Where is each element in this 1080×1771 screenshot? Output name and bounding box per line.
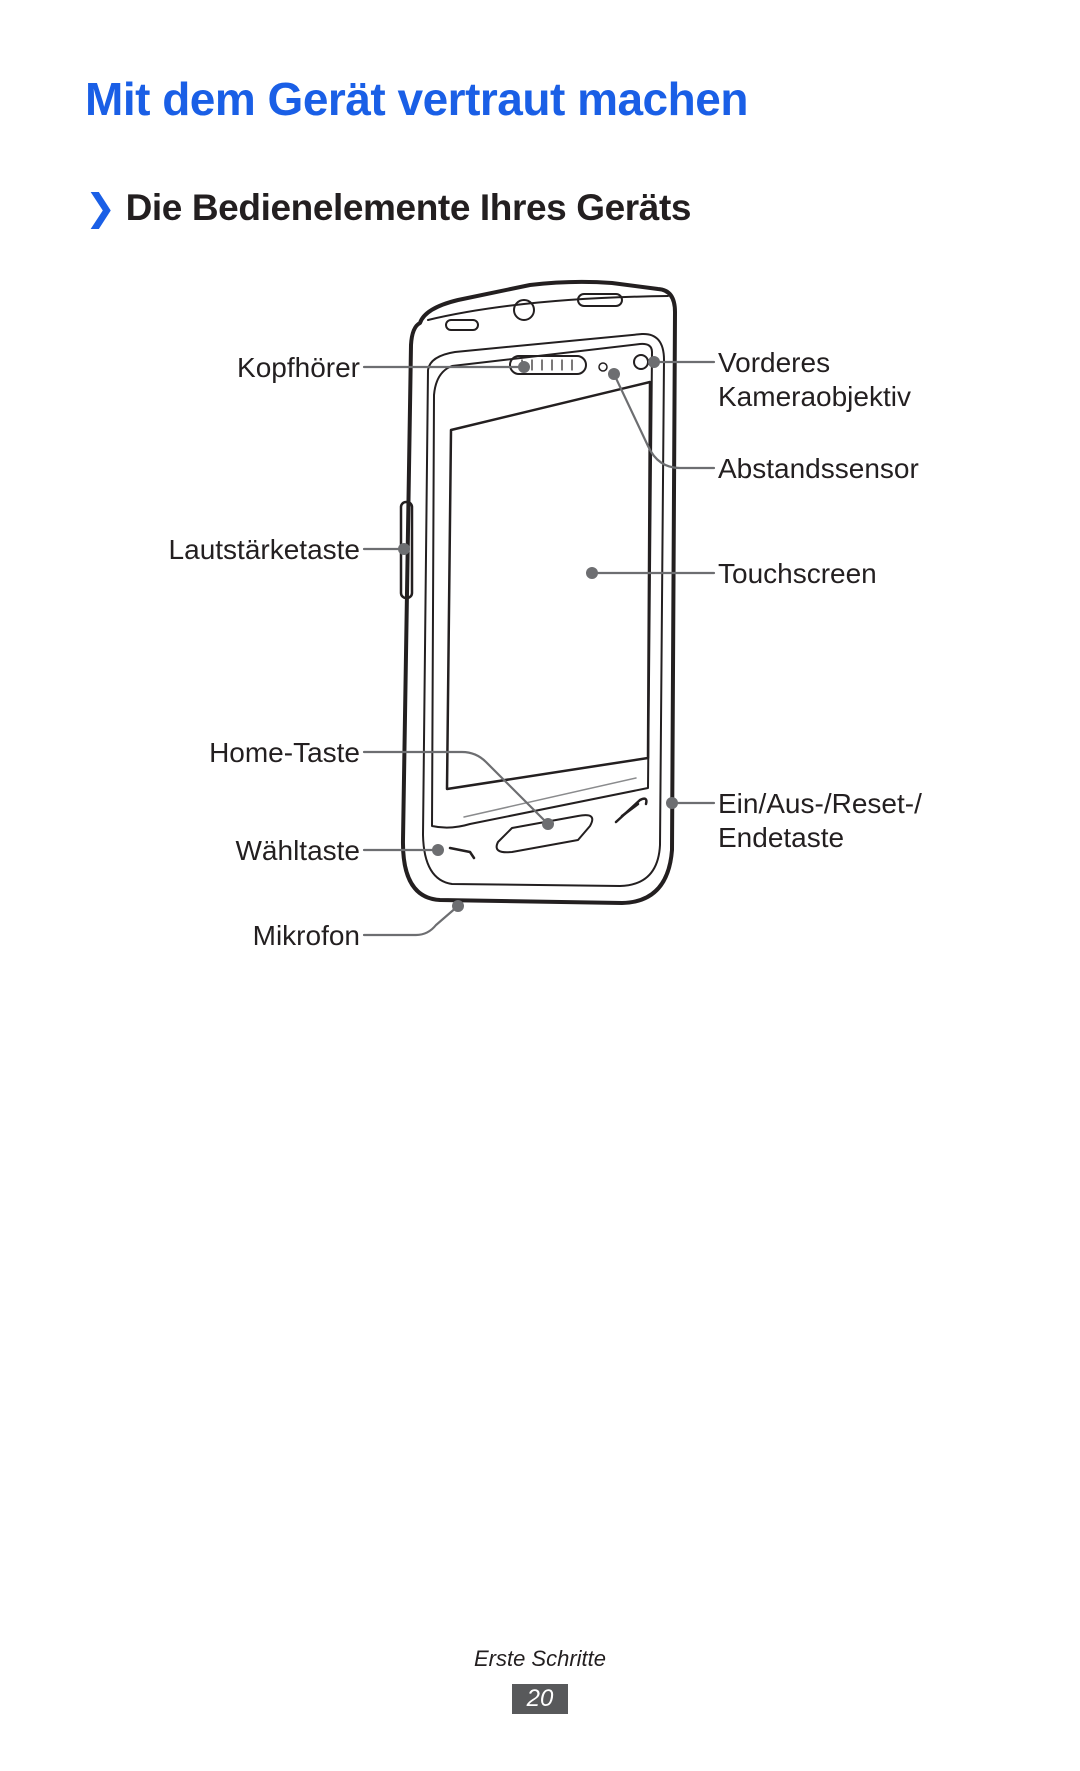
front-camera-lens [633,354,649,370]
proximity-sensor [598,362,608,372]
page-title: Mit dem Gerät vertraut machen [85,73,748,125]
page-number: 20 [512,1684,568,1714]
leader-home [362,750,550,826]
leader-lines [362,360,716,937]
leader-sensor [612,372,716,470]
touchscreen-area [445,380,652,791]
label-microphone: Mikrofon [253,920,360,951]
label-proximity-sensor: Abstandssensor [718,453,919,484]
phone-inner-bezel [422,332,665,887]
phone-body-outline [400,279,677,905]
section-heading-text: Die Bedienelemente Ihres Geräts [125,187,692,228]
label-touchscreen: Touchscreen [718,558,877,589]
home-key [495,814,594,854]
dial-key-glyph [448,846,476,860]
label-front-camera-1: Vorderes [718,347,830,378]
label-power-key-2: Endetaste [718,822,844,853]
label-home-key: Home-Taste [209,737,360,768]
end-key-glyph [614,797,648,824]
label-power-key-1: Ein/Aus-/Reset-/ [718,788,922,819]
top-slot-left [445,319,479,331]
device-diagram: Kopfhörer Lautstärketaste Home-Taste Wäh… [169,279,922,951]
leader-dots [398,356,678,912]
section-heading: ❯Die Bedienelemente Ihres Geräts [85,186,691,229]
phone-illustration [399,279,677,905]
label-volume-key: Lautstärketaste [169,534,360,565]
leader-mic [362,904,460,937]
label-earpiece: Kopfhörer [237,352,360,383]
front-panel [431,342,653,829]
footer-section-name: Erste Schritte [473,1646,607,1671]
label-dial-key: Wähltaste [236,835,361,866]
label-front-camera-2: Kameraobjektiv [718,381,911,412]
top-slot-right [577,293,623,307]
chevron-right-icon: ❯ [85,187,116,228]
panel-line [463,777,637,818]
earpiece-grille [509,355,587,375]
phone-top-edge [427,295,669,321]
headset-jack [513,299,535,321]
